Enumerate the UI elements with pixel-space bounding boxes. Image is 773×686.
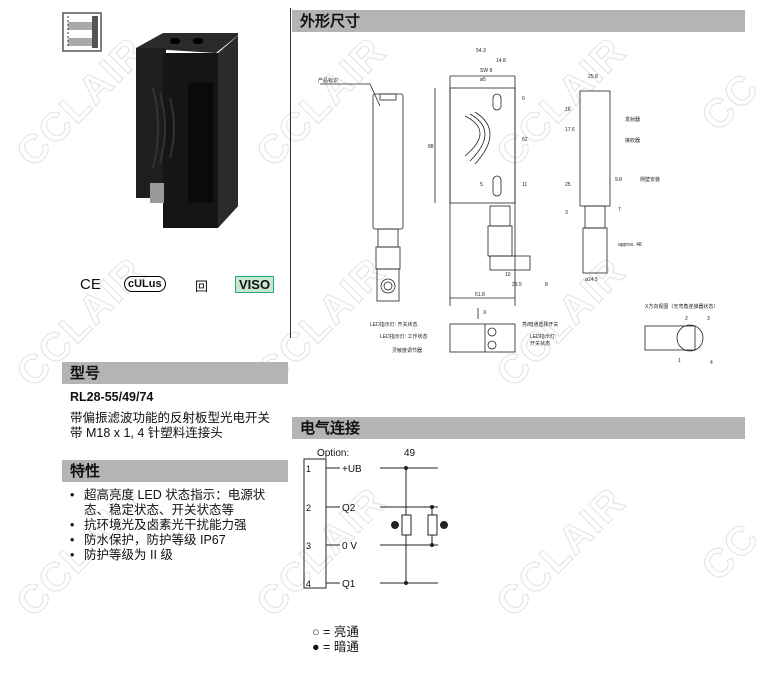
description-line: 带 M18 x 1, 4 针塑料连接头	[70, 426, 223, 440]
dim-label: ø24.5	[585, 277, 598, 283]
electrical-heading: 电气连接	[292, 417, 745, 439]
dim-label: 62	[522, 137, 528, 143]
dim-label: 54.3	[476, 48, 486, 54]
dim-label: 25.8	[588, 74, 598, 80]
dim-label: 14.8	[496, 58, 506, 64]
dim-label: 6	[522, 96, 525, 102]
light-dark-callout: 亮/暗通选择开关	[522, 321, 558, 328]
pin-number: 1	[306, 464, 312, 474]
dim-label: approx. 48	[618, 242, 642, 248]
option-value: 49	[404, 448, 416, 459]
dimension-drawing: 产品标识 54.3 14.8 SW 8 ø5 88 6 62 5 11 51.8…	[318, 48, 718, 366]
reflex-sensor-symbol-icon	[62, 12, 102, 52]
dim-label: SW 8	[480, 68, 492, 74]
dim-label: 11	[522, 182, 527, 188]
product-label-callout: 产品标识	[318, 77, 338, 84]
pin-label: Q2	[342, 503, 356, 514]
pin-label: 4	[710, 360, 713, 366]
dim-label: 88	[428, 144, 434, 150]
dimensions-heading: 外形尺寸	[292, 10, 745, 32]
led-switch-callout: LED指示灯:	[530, 333, 556, 340]
x-view-label: X方向视图（无弯角连接器状态）	[645, 303, 718, 310]
dim-label: 23.5	[512, 282, 522, 288]
dim-label: 10	[505, 272, 511, 278]
product-photo	[136, 33, 238, 228]
legend-text: = 暗通	[323, 640, 359, 654]
ul-mark: cULus	[124, 276, 166, 292]
led-switch-callout: 开关状态	[530, 340, 550, 347]
pin-number: 3	[306, 541, 312, 551]
receiver-label: 接收器	[625, 137, 640, 144]
legend-item-light-on: ○ = 亮通	[312, 625, 359, 640]
pin-label: 3	[707, 316, 710, 322]
open-circle-icon: ○	[312, 625, 320, 639]
feature-item: 防护等级为 II 级	[68, 548, 286, 563]
features-heading: 特性	[62, 460, 288, 482]
dim-label: 25	[565, 182, 571, 188]
mount-label: 侧壁安装	[640, 176, 660, 183]
dim-label: 7	[618, 207, 621, 213]
description-line: 带偏振滤波功能的反射板型光电开关	[70, 411, 271, 425]
feature-item: 抗环境光及卤素光干扰能力强	[68, 518, 286, 533]
column-divider	[290, 8, 291, 338]
dim-label: 16	[565, 107, 571, 113]
dim-label: 17.6	[565, 127, 575, 133]
filled-circle-icon: ●	[312, 640, 320, 654]
option-label: Option:	[317, 448, 350, 459]
pin-label: +UB	[342, 464, 362, 475]
watermark: CC	[693, 514, 769, 590]
dim-label: 3	[565, 210, 568, 216]
pin-label: 1	[678, 358, 681, 364]
x-arrow-label: X	[483, 310, 487, 316]
legend-text: = 亮通	[323, 625, 359, 639]
feature-item: 防水保护，防护等级 IP67	[68, 533, 286, 548]
model-heading: 型号	[62, 362, 288, 384]
sensitivity-callout: 灵敏度调节器	[392, 347, 422, 354]
dim-label: 9.8	[615, 177, 622, 183]
dim-label: ø5	[480, 77, 486, 83]
feature-item: 超高亮度 LED 状态指示：电源状态、稳定状态、开关状态等	[68, 488, 286, 518]
legend-item-dark-on: ● = 暗通	[312, 640, 359, 655]
emitter-label: 发射器	[625, 116, 640, 123]
dim-label: 8	[545, 282, 548, 288]
dim-label: 5	[480, 182, 483, 188]
wiring-diagram	[303, 458, 448, 589]
pin-number: 4	[306, 579, 312, 589]
viso-logo: VISO	[235, 276, 275, 293]
pin-label: Q1	[342, 579, 356, 590]
watermark: CCLAIR	[487, 478, 635, 626]
dim-label: 51.8	[475, 292, 485, 298]
pin-label: 2	[685, 316, 688, 322]
cert-logos: CE cULus 回 VISO	[80, 276, 290, 296]
ce-mark: CE	[80, 276, 101, 293]
led-switch-callout: LED指示灯: 开关状态	[370, 321, 418, 328]
class-ii-mark: 回	[195, 279, 209, 294]
model-number: RL28-55/49/74	[70, 390, 154, 404]
features-list: 超高亮度 LED 状态指示：电源状态、稳定状态、开关状态等 抗环境光及卤素光干扰…	[68, 488, 286, 563]
led-work-callout: LED指示灯: 工作状态	[380, 333, 428, 340]
pin-number: 2	[306, 503, 312, 513]
pin-label: 0 V	[342, 541, 358, 552]
